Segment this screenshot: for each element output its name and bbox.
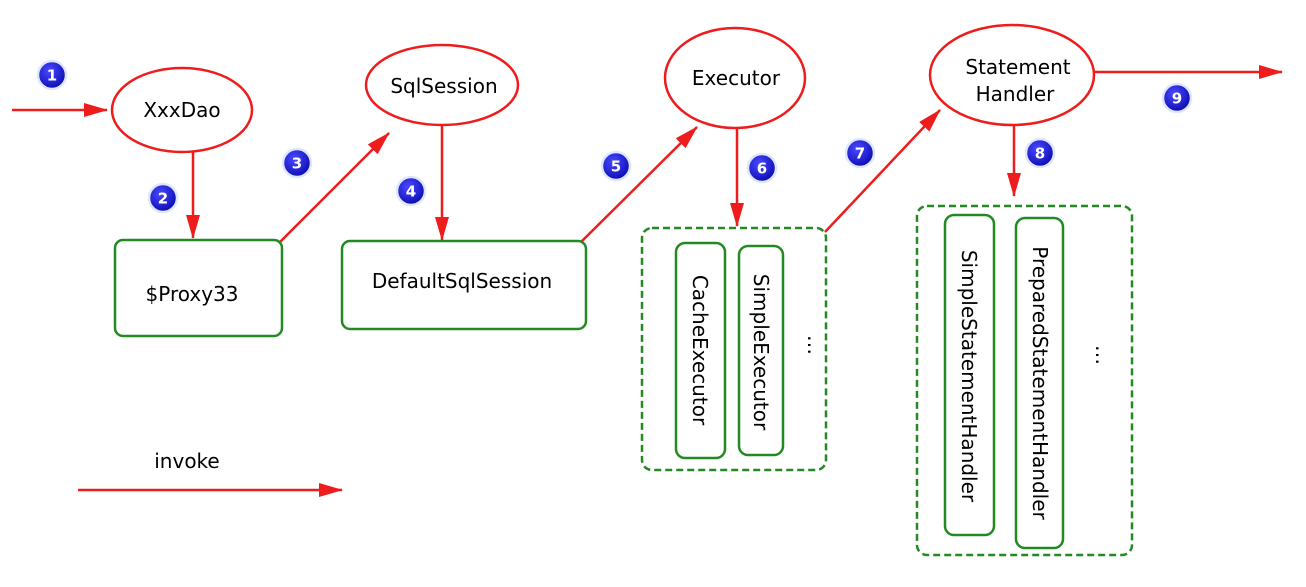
node-xxxdao-shape — [110, 66, 254, 154]
executor-impls-ellipsis: … — [803, 335, 827, 355]
step-badge-8: 8 — [1024, 137, 1056, 169]
node-sqlsession-shape — [364, 43, 520, 127]
node-default-sql-session-label: DefaultSqlSession — [372, 269, 552, 293]
cache-executor-label: CacheExecutor — [688, 275, 712, 426]
svg-text:8: 8 — [1035, 145, 1045, 163]
executor-impl-group-border — [640, 226, 828, 472]
node-proxy-shape — [113, 238, 284, 338]
svg-text:4: 4 — [406, 183, 416, 201]
handler-impl-group: SimpleStatementHandler PreparedStatement… — [915, 204, 1134, 557]
node-statement-handler-shape — [928, 23, 1096, 127]
svg-text:3: 3 — [292, 155, 302, 173]
node-executor-label: Executor — [692, 66, 781, 90]
simple-executor-box — [737, 244, 785, 457]
node-statement-handler-label-line2: Handler — [976, 82, 1056, 106]
arrow-proxy-to-sqlsession — [261, 132, 390, 261]
handler-impl-group-border — [915, 204, 1134, 557]
node-statement-handler: Statement Handler — [928, 23, 1096, 127]
step-badges: 1 2 3 4 5 6 7 8 — [36, 59, 1193, 214]
step-badge-2: 2 — [147, 182, 179, 214]
svg-text:7: 7 — [855, 145, 865, 163]
node-executor: Executor — [663, 26, 807, 130]
prepared-statement-handler-box — [1014, 216, 1065, 550]
svg-text:5: 5 — [611, 158, 621, 176]
legend-label: invoke — [154, 449, 219, 473]
node-default-sql-session: DefaultSqlSession — [340, 239, 588, 331]
node-xxxdao: XxxDao — [110, 66, 254, 154]
node-proxy: $Proxy33 — [113, 238, 284, 338]
step-badge-4: 4 — [395, 175, 427, 207]
node-proxy-label: $Proxy33 — [146, 282, 239, 306]
arrow-defaultsqlsession-to-executor — [579, 126, 698, 244]
cache-executor-box — [674, 241, 727, 460]
step-badge-9: 9 — [1161, 82, 1193, 114]
step-badge-6: 6 — [746, 152, 778, 184]
node-sqlsession: SqlSession — [364, 43, 520, 127]
arrow-executor-impls-to-statementhandler — [824, 109, 941, 233]
step-badge-5: 5 — [600, 150, 632, 182]
node-sqlsession-label: SqlSession — [390, 74, 497, 98]
step-badge-7: 7 — [844, 137, 876, 169]
prepared-statement-handler-label: PreparedStatementHandler — [1028, 246, 1052, 520]
simple-statement-handler-label: SimpleStatementHandler — [957, 250, 981, 503]
handler-impls-ellipsis: … — [1091, 345, 1115, 365]
simple-executor-label: SimpleExecutor — [749, 274, 773, 431]
svg-text:2: 2 — [158, 190, 168, 208]
node-executor-shape — [663, 26, 807, 130]
svg-text:6: 6 — [757, 160, 767, 178]
step-badge-3: 3 — [281, 147, 313, 179]
svg-text:9: 9 — [1172, 90, 1182, 108]
arrows — [12, 65, 1283, 497]
executor-impl-group: CacheExecutor SimpleExecutor … — [640, 226, 828, 472]
svg-text:1: 1 — [47, 67, 57, 85]
simple-statement-handler-box — [943, 213, 996, 537]
node-default-sql-session-shape — [340, 239, 588, 331]
node-statement-handler-label-line1: Statement — [965, 55, 1070, 79]
step-badge-1: 1 — [36, 59, 68, 91]
node-xxxdao-label: XxxDao — [143, 98, 220, 122]
